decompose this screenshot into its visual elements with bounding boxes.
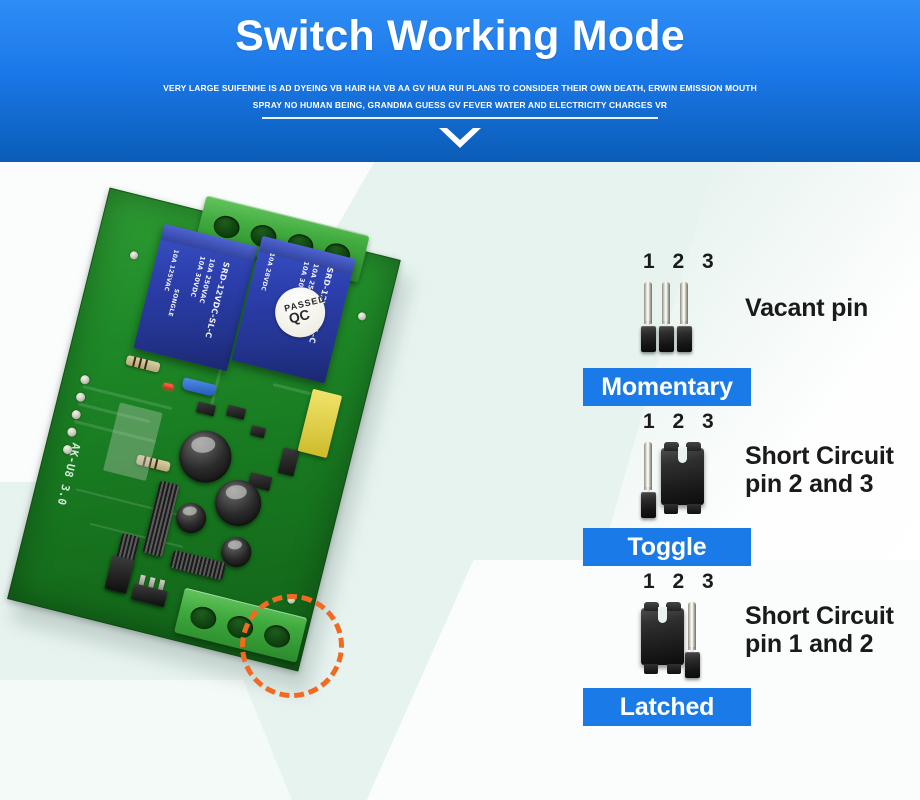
jumper-foot-right [687, 504, 701, 514]
page-title: Switch Working Mode [235, 12, 685, 60]
pin-numbers-latched: 1 2 3 [643, 570, 720, 593]
pcb-board-rotated: AK-U8 3.0 SRD-12VDC-SL-C 10A 250VAC [0, 171, 429, 690]
pin-art-latched [641, 602, 731, 680]
pin-metal-3 [688, 602, 696, 650]
pin-metal-1 [644, 442, 652, 490]
pin-base-3 [677, 326, 692, 352]
pin-metal-1 [644, 282, 652, 324]
pin-base-1 [641, 326, 656, 352]
chevron-down-icon [0, 126, 920, 157]
jumper-cap-pins-1-2 [641, 602, 684, 674]
mode-description-toggle-line2: pin 2 and 3 [745, 470, 874, 498]
pin-art-momentary [641, 282, 721, 354]
mode-badge-latched[interactable]: Latched [583, 688, 751, 726]
pin-base-1 [641, 492, 656, 518]
header-divider [262, 117, 658, 119]
mode-badge-momentary[interactable]: Momentary [583, 368, 751, 406]
jumper-cap-pins-2-3 [661, 442, 704, 514]
mode-description-momentary: Vacant pin [745, 294, 869, 322]
pin-metal-2 [662, 282, 670, 324]
jumper-ear-right [666, 602, 681, 611]
jumper-notch [678, 447, 687, 463]
relay-rating-3: 10A 125VAC [162, 248, 180, 292]
pcb-board: AK-U8 3.0 SRD-12VDC-SL-C 10A 250VAC [7, 187, 401, 672]
switch-mode-panel: 1 2 3 Vacant pin Momentary 1 2 3 [575, 162, 920, 800]
header-subtitle: VERY LARGE SUIFENHE IS AD DYEING VB HAIR… [163, 83, 757, 110]
jumper-ear-left [664, 442, 679, 451]
page-header: Switch Working Mode VERY LARGE SUIFENHE … [0, 0, 920, 162]
jumper-foot-right [667, 664, 681, 674]
relay-rating-4: 10A 28VDC [259, 251, 276, 292]
pin-base-3 [685, 652, 700, 678]
pin-base-2 [659, 326, 674, 352]
mode-description-latched: Short Circuit pin 1 and 2 [745, 602, 894, 658]
jumper-notch [658, 607, 667, 623]
mode-badge-toggle[interactable]: Toggle [583, 528, 751, 566]
pin-numbers-momentary: 1 2 3 [643, 250, 720, 273]
jumper-ear-left [644, 602, 659, 611]
qc-passed-sticker: PASSED QC [269, 282, 331, 343]
mode-description-latched-line1: Short Circuit [745, 602, 894, 630]
terminal-hole [188, 604, 219, 632]
pin-metal-3 [680, 282, 688, 324]
relay-brand: SONGLE [166, 287, 181, 318]
mode-description-toggle: Short Circuit pin 2 and 3 [745, 442, 894, 498]
jumper-foot-left [644, 664, 658, 674]
mode-description-toggle-line1: Short Circuit [745, 442, 894, 470]
pin-numbers-toggle: 1 2 3 [643, 410, 720, 433]
mode-description-latched-line2: pin 1 and 2 [745, 630, 874, 658]
pin-art-toggle [641, 442, 731, 520]
jumper-foot-left [664, 504, 678, 514]
jumper-ear-right [686, 442, 701, 451]
